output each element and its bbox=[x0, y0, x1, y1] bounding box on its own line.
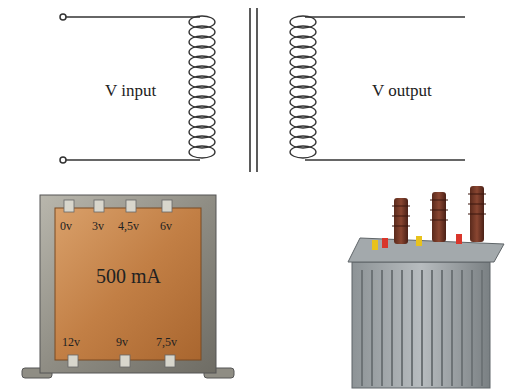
terminal-label: 9v bbox=[116, 336, 128, 348]
terminal-label: 4,5v bbox=[118, 220, 139, 232]
output-voltage-label: V output bbox=[372, 82, 432, 99]
secondary-coil bbox=[290, 16, 316, 158]
lead-wires bbox=[60, 14, 465, 163]
terminal-label: 6v bbox=[160, 220, 172, 232]
terminal-label: 0v bbox=[60, 220, 72, 232]
small-transformer bbox=[22, 195, 234, 378]
input-voltage-label: V input bbox=[105, 82, 156, 99]
terminal-label: 7,5v bbox=[156, 336, 177, 348]
current-rating: 500 mA bbox=[96, 266, 161, 286]
terminal-label: 3v bbox=[92, 220, 104, 232]
primary-coil bbox=[189, 16, 215, 158]
terminal-label: 12v bbox=[62, 336, 80, 348]
iron-core bbox=[250, 8, 257, 172]
power-transformer bbox=[348, 186, 504, 388]
